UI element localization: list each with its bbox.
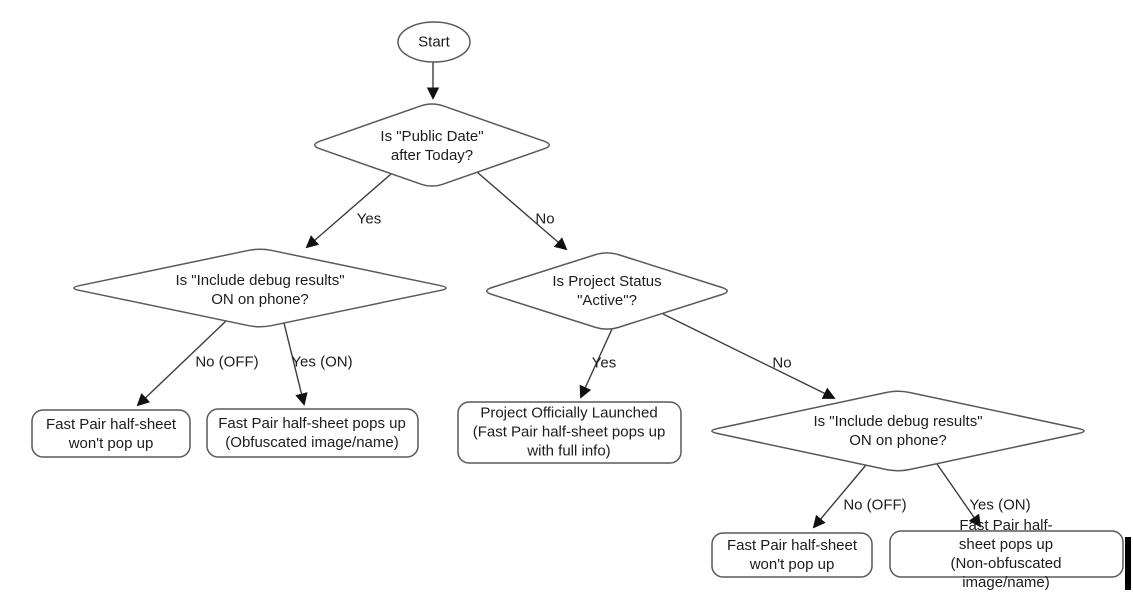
result-popup-non-obfuscated-box [889,530,1124,578]
decision-public-date-diamond [313,103,551,187]
decision-debug-right-diamond [711,390,1085,472]
edge-public-date-yes [305,173,392,249]
edge-debug-right-yes [936,463,982,528]
result-officially-launched-box [457,401,682,464]
result-wont-popup-left-box [31,409,191,458]
text-cursor-artifact [1125,537,1131,590]
edge-public-date-no [476,171,568,251]
result-wont-popup-right-box [711,532,873,578]
edge-debug-right-no [812,464,867,529]
edge-status-yes [579,328,613,399]
edge-debug-left-yes [283,322,308,406]
start-ellipse [397,21,471,63]
edge-status-no [662,313,836,399]
edge-debug-left-no [136,320,227,407]
decision-project-status-diamond [485,252,729,330]
result-popup-obfuscated-box [206,408,419,458]
decision-debug-left-diamond [73,248,447,328]
